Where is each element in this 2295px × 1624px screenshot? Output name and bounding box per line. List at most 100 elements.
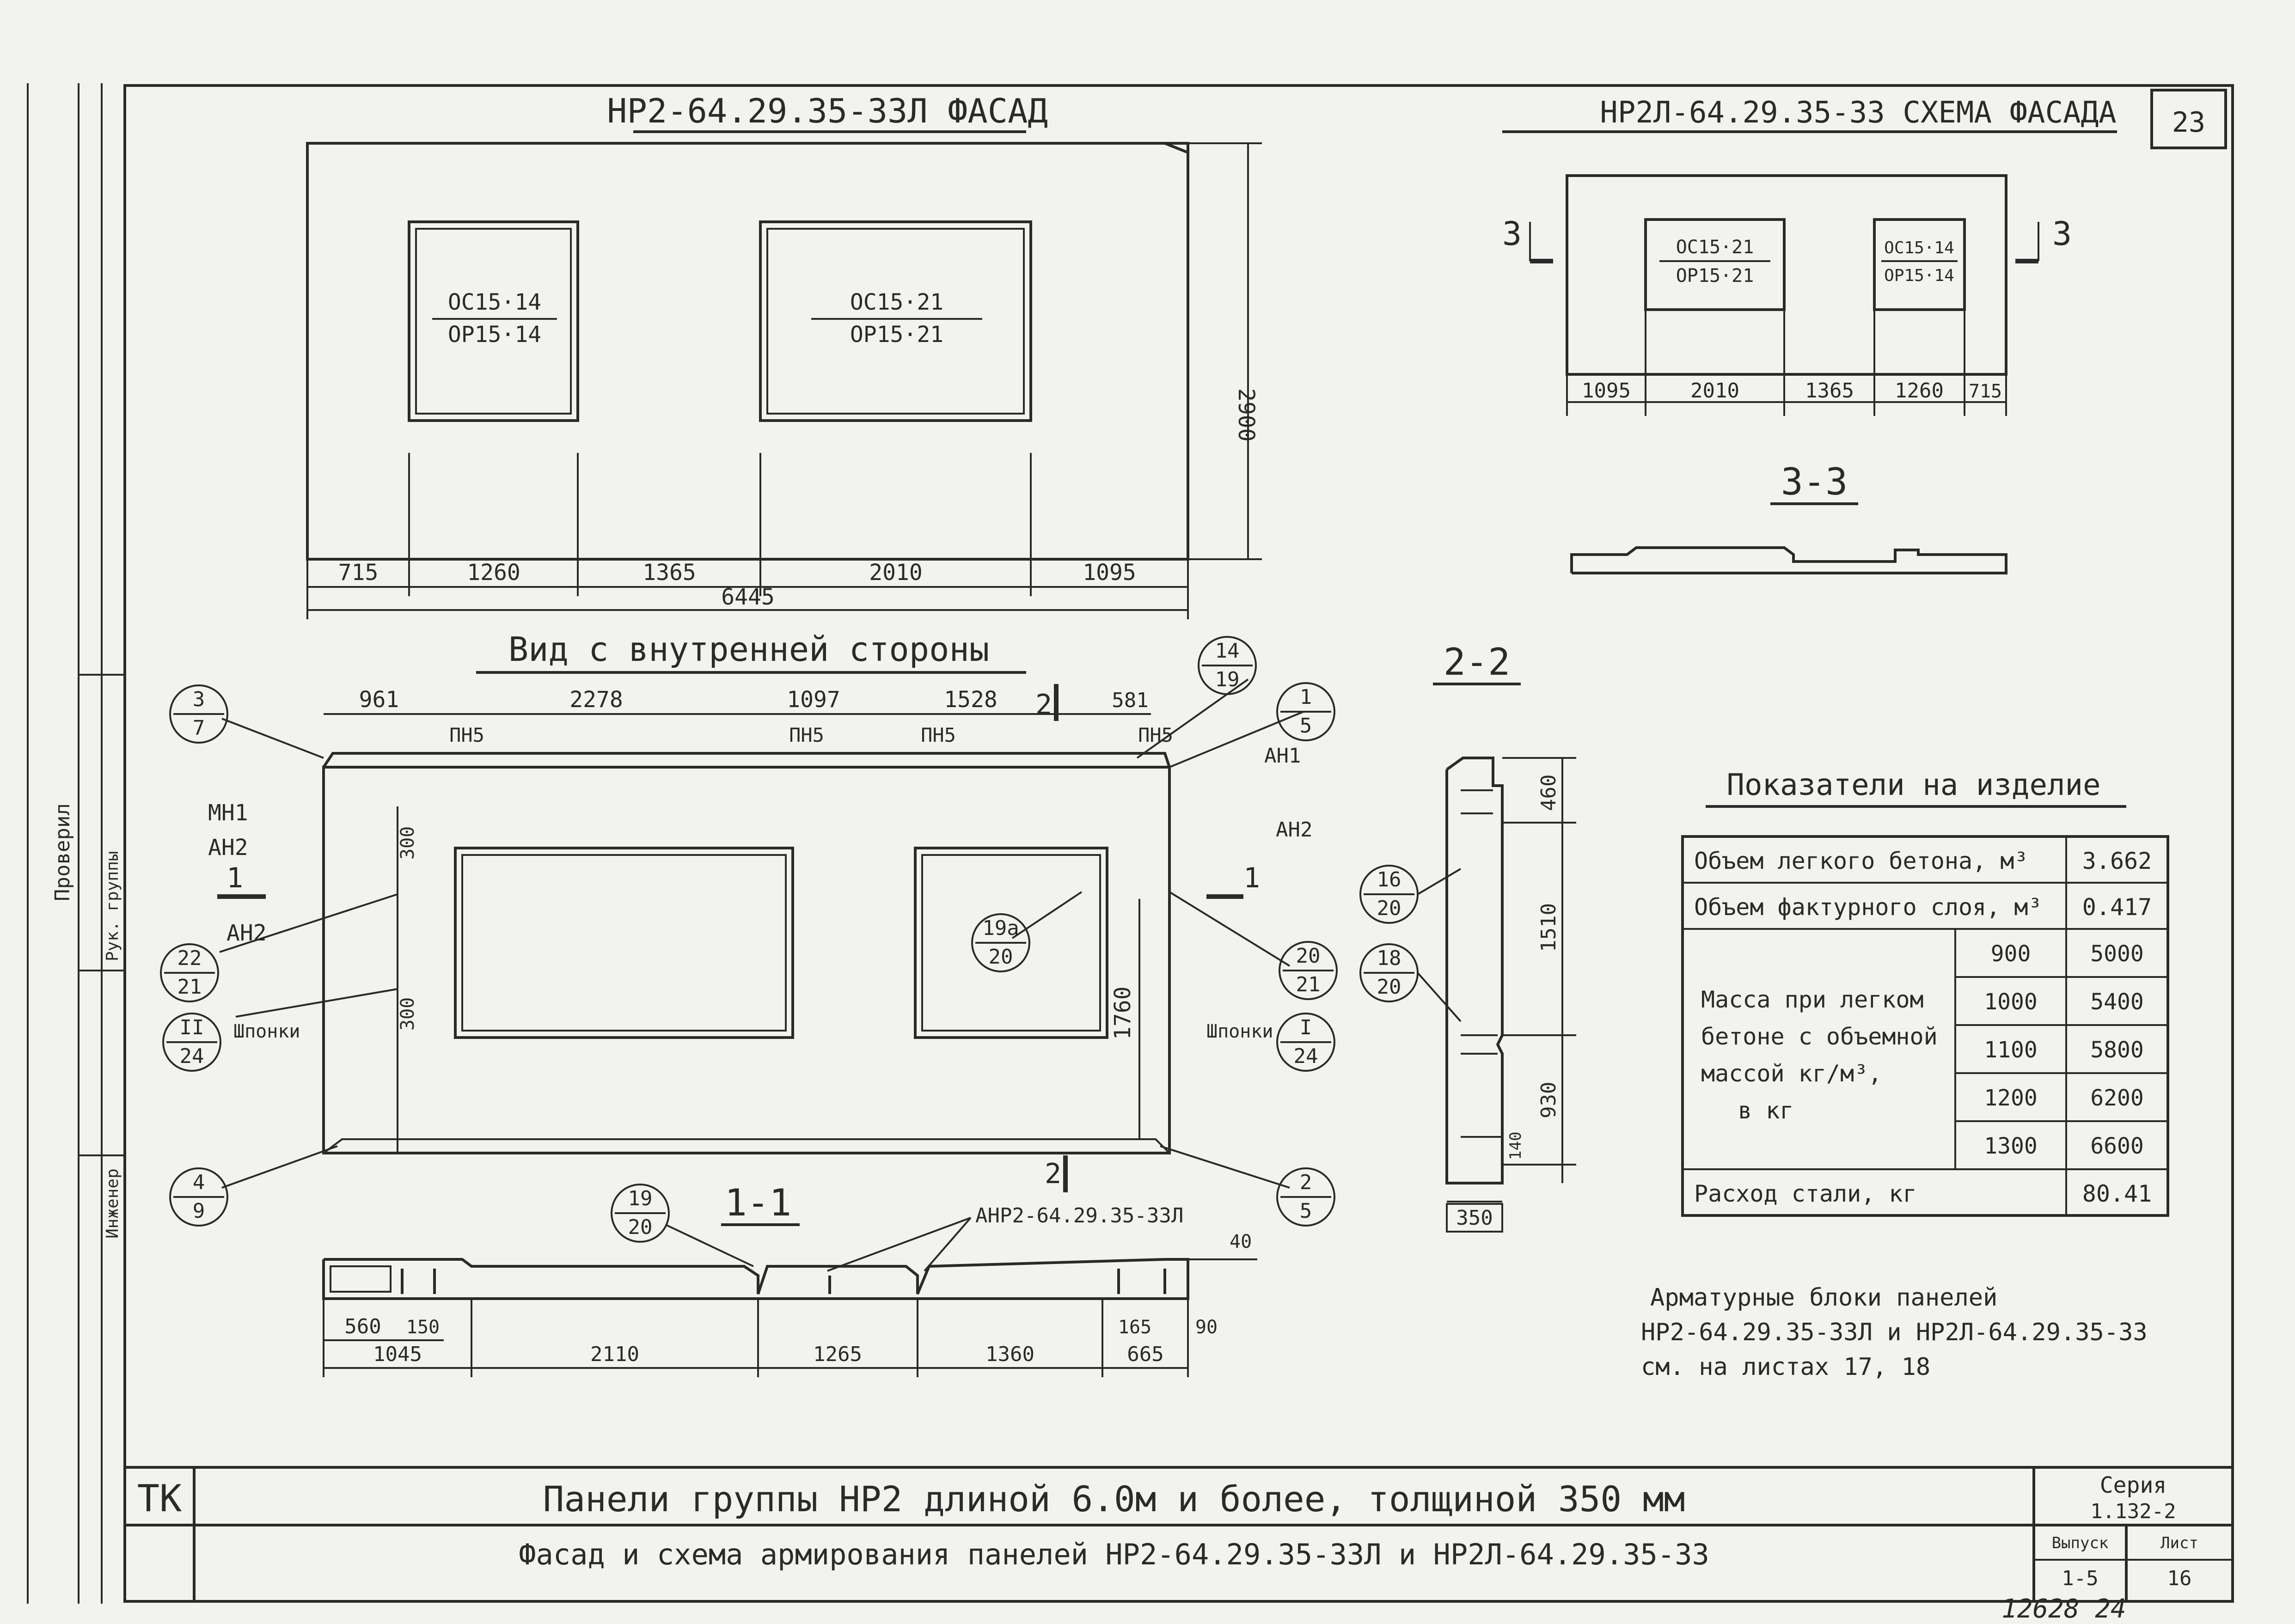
archive-number: 12628 24 — [2001, 1594, 2126, 1624]
series-label: Серия — [2100, 1472, 2167, 1498]
density: 1000 — [1984, 989, 2038, 1015]
leader — [1136, 678, 1249, 759]
sheet-number-box — [2150, 89, 2227, 149]
section-3-3-profile — [1570, 546, 2007, 574]
inner-top-dim: 1528 — [944, 687, 998, 713]
inner-top-dim: 2278 — [569, 687, 623, 713]
callout-top: 19а — [982, 916, 1019, 940]
stamp-group-lead: Рук. группы — [103, 851, 122, 961]
facade-window-1 — [408, 220, 579, 422]
inner-dim-1760: 1760 — [1110, 986, 1136, 1040]
row-label: Объем легкого бетона, м³ — [1694, 848, 2028, 874]
s22-dim: 930 — [1537, 1082, 1561, 1118]
facade-total: 6445 — [721, 584, 775, 610]
label-shponki-left: Шпонки — [233, 1021, 300, 1042]
s11-lower-dim: 1360 — [985, 1343, 1034, 1366]
inner-top-dim: 1097 — [787, 687, 840, 713]
callout-top: 14 — [1215, 639, 1240, 663]
s11-lower-dim: 665 — [1127, 1343, 1163, 1366]
loop-label: ПН5 — [1138, 724, 1173, 746]
loop-label: ПН5 — [921, 724, 956, 746]
label-an1: АН1 — [1264, 744, 1301, 768]
density: 1300 — [1984, 1133, 2038, 1159]
s11-upper-dim: 90 — [1195, 1317, 1218, 1338]
inner-top-slab — [322, 752, 1171, 768]
leader — [235, 988, 398, 1018]
stamp-checked: Проверил — [51, 803, 74, 901]
leader — [1169, 711, 1304, 768]
title-line-2: Фасад и схема армирования панелей НР2-64… — [519, 1538, 1709, 1571]
series-value: 1.132-2 — [2090, 1500, 2176, 1523]
scheme-w2-bottom: ОР15·14 — [1884, 266, 1954, 285]
inner-top-dim: 581 — [1112, 689, 1148, 712]
density: 1200 — [1984, 1085, 2038, 1111]
s22-dim: 1510 — [1537, 903, 1561, 952]
sheet-frame — [123, 84, 2234, 1603]
note-line: Арматурные блоки панелей — [1650, 1284, 1997, 1312]
label-cut-1-right: 1 — [1243, 862, 1260, 894]
profile-detail — [330, 1265, 392, 1293]
facade-window-1-inner — [415, 228, 572, 415]
callout-top: 18 — [1377, 946, 1401, 970]
facade-dim: 2010 — [869, 560, 923, 586]
callout-bottom: 20 — [989, 945, 1013, 969]
inner-panel-outline — [322, 766, 1171, 1154]
leader — [1160, 1145, 1290, 1189]
leader — [1011, 891, 1083, 939]
callout-bottom: 20 — [1377, 975, 1401, 999]
s11-upper-dim: 150 — [406, 1317, 440, 1338]
callout: 1 5 — [1276, 682, 1335, 741]
callout-bottom: 9 — [193, 1199, 205, 1223]
label-an2: АН2 — [208, 835, 248, 861]
callout-bottom: 24 — [180, 1044, 204, 1068]
facade-panel-outline — [306, 142, 1189, 561]
callout: 19 20 — [611, 1184, 670, 1243]
loop-label: ПН5 — [789, 724, 824, 746]
leader — [221, 1145, 338, 1189]
facade-window-2 — [759, 220, 1032, 422]
s11-lower-dim: 2110 — [590, 1343, 639, 1366]
row-value: 3.662 — [2082, 848, 2152, 874]
mass-label: Масса при легком — [1701, 986, 1924, 1013]
callout: 22 21 — [160, 943, 219, 1002]
callout: 14 19 — [1198, 636, 1257, 695]
title-line-1: Панели группы НР2 длиной 6.0м и более, т… — [543, 1478, 1685, 1520]
section-2-2-profile — [1445, 757, 1504, 1184]
scheme-cut-right: 3 — [2052, 215, 2072, 253]
callout-top: 2 — [1300, 1171, 1312, 1194]
rebar-label: АНР2-64.29.35-33Л — [975, 1204, 1183, 1227]
facade-w2-top: ОС15·21 — [850, 289, 943, 315]
inner-cut-2-top: 2 — [1035, 689, 1052, 721]
s22-width: 350 — [1456, 1206, 1493, 1230]
section-2-2-title: 2-2 — [1444, 641, 1511, 684]
leader — [1417, 972, 1462, 1022]
callout-bottom: 5 — [1300, 1199, 1312, 1223]
s22-dim: 460 — [1537, 775, 1561, 811]
row-label: Объем фактурного слоя, м³ — [1694, 894, 2042, 921]
callout: 4 9 — [169, 1167, 228, 1227]
facade-dim: 1365 — [643, 560, 696, 586]
facade-dim: 1095 — [1083, 560, 1136, 586]
inner-top-dim: 961 — [359, 687, 399, 713]
dim-box — [1446, 1203, 1503, 1233]
stamp-engineer: Инженер — [103, 1168, 122, 1239]
scheme-dim: 1260 — [1895, 379, 1944, 403]
org-code: ТК — [137, 1477, 182, 1520]
note-line: НР2-64.29.35-33Л и НР2Л-64.29.35-33 — [1641, 1319, 2148, 1346]
mass-label: массой кг/м³, — [1701, 1060, 1882, 1087]
steel-value: 80.41 — [2082, 1180, 2152, 1207]
issue-value: 1-5 — [2062, 1567, 2098, 1590]
scheme-dim: 1095 — [1582, 379, 1631, 403]
note-line: см. на листах 17, 18 — [1641, 1353, 1930, 1381]
leader — [219, 893, 398, 953]
inner-dim-300-top: 300 — [397, 826, 418, 860]
callout: 3 7 — [169, 684, 228, 744]
callout-top: 16 — [1377, 868, 1401, 891]
density: 900 — [1991, 941, 2031, 967]
leader — [1169, 891, 1291, 967]
callout: I 24 — [1276, 1013, 1335, 1072]
scheme-dim: 1365 — [1805, 379, 1854, 403]
callout-bottom: 5 — [1300, 714, 1312, 738]
